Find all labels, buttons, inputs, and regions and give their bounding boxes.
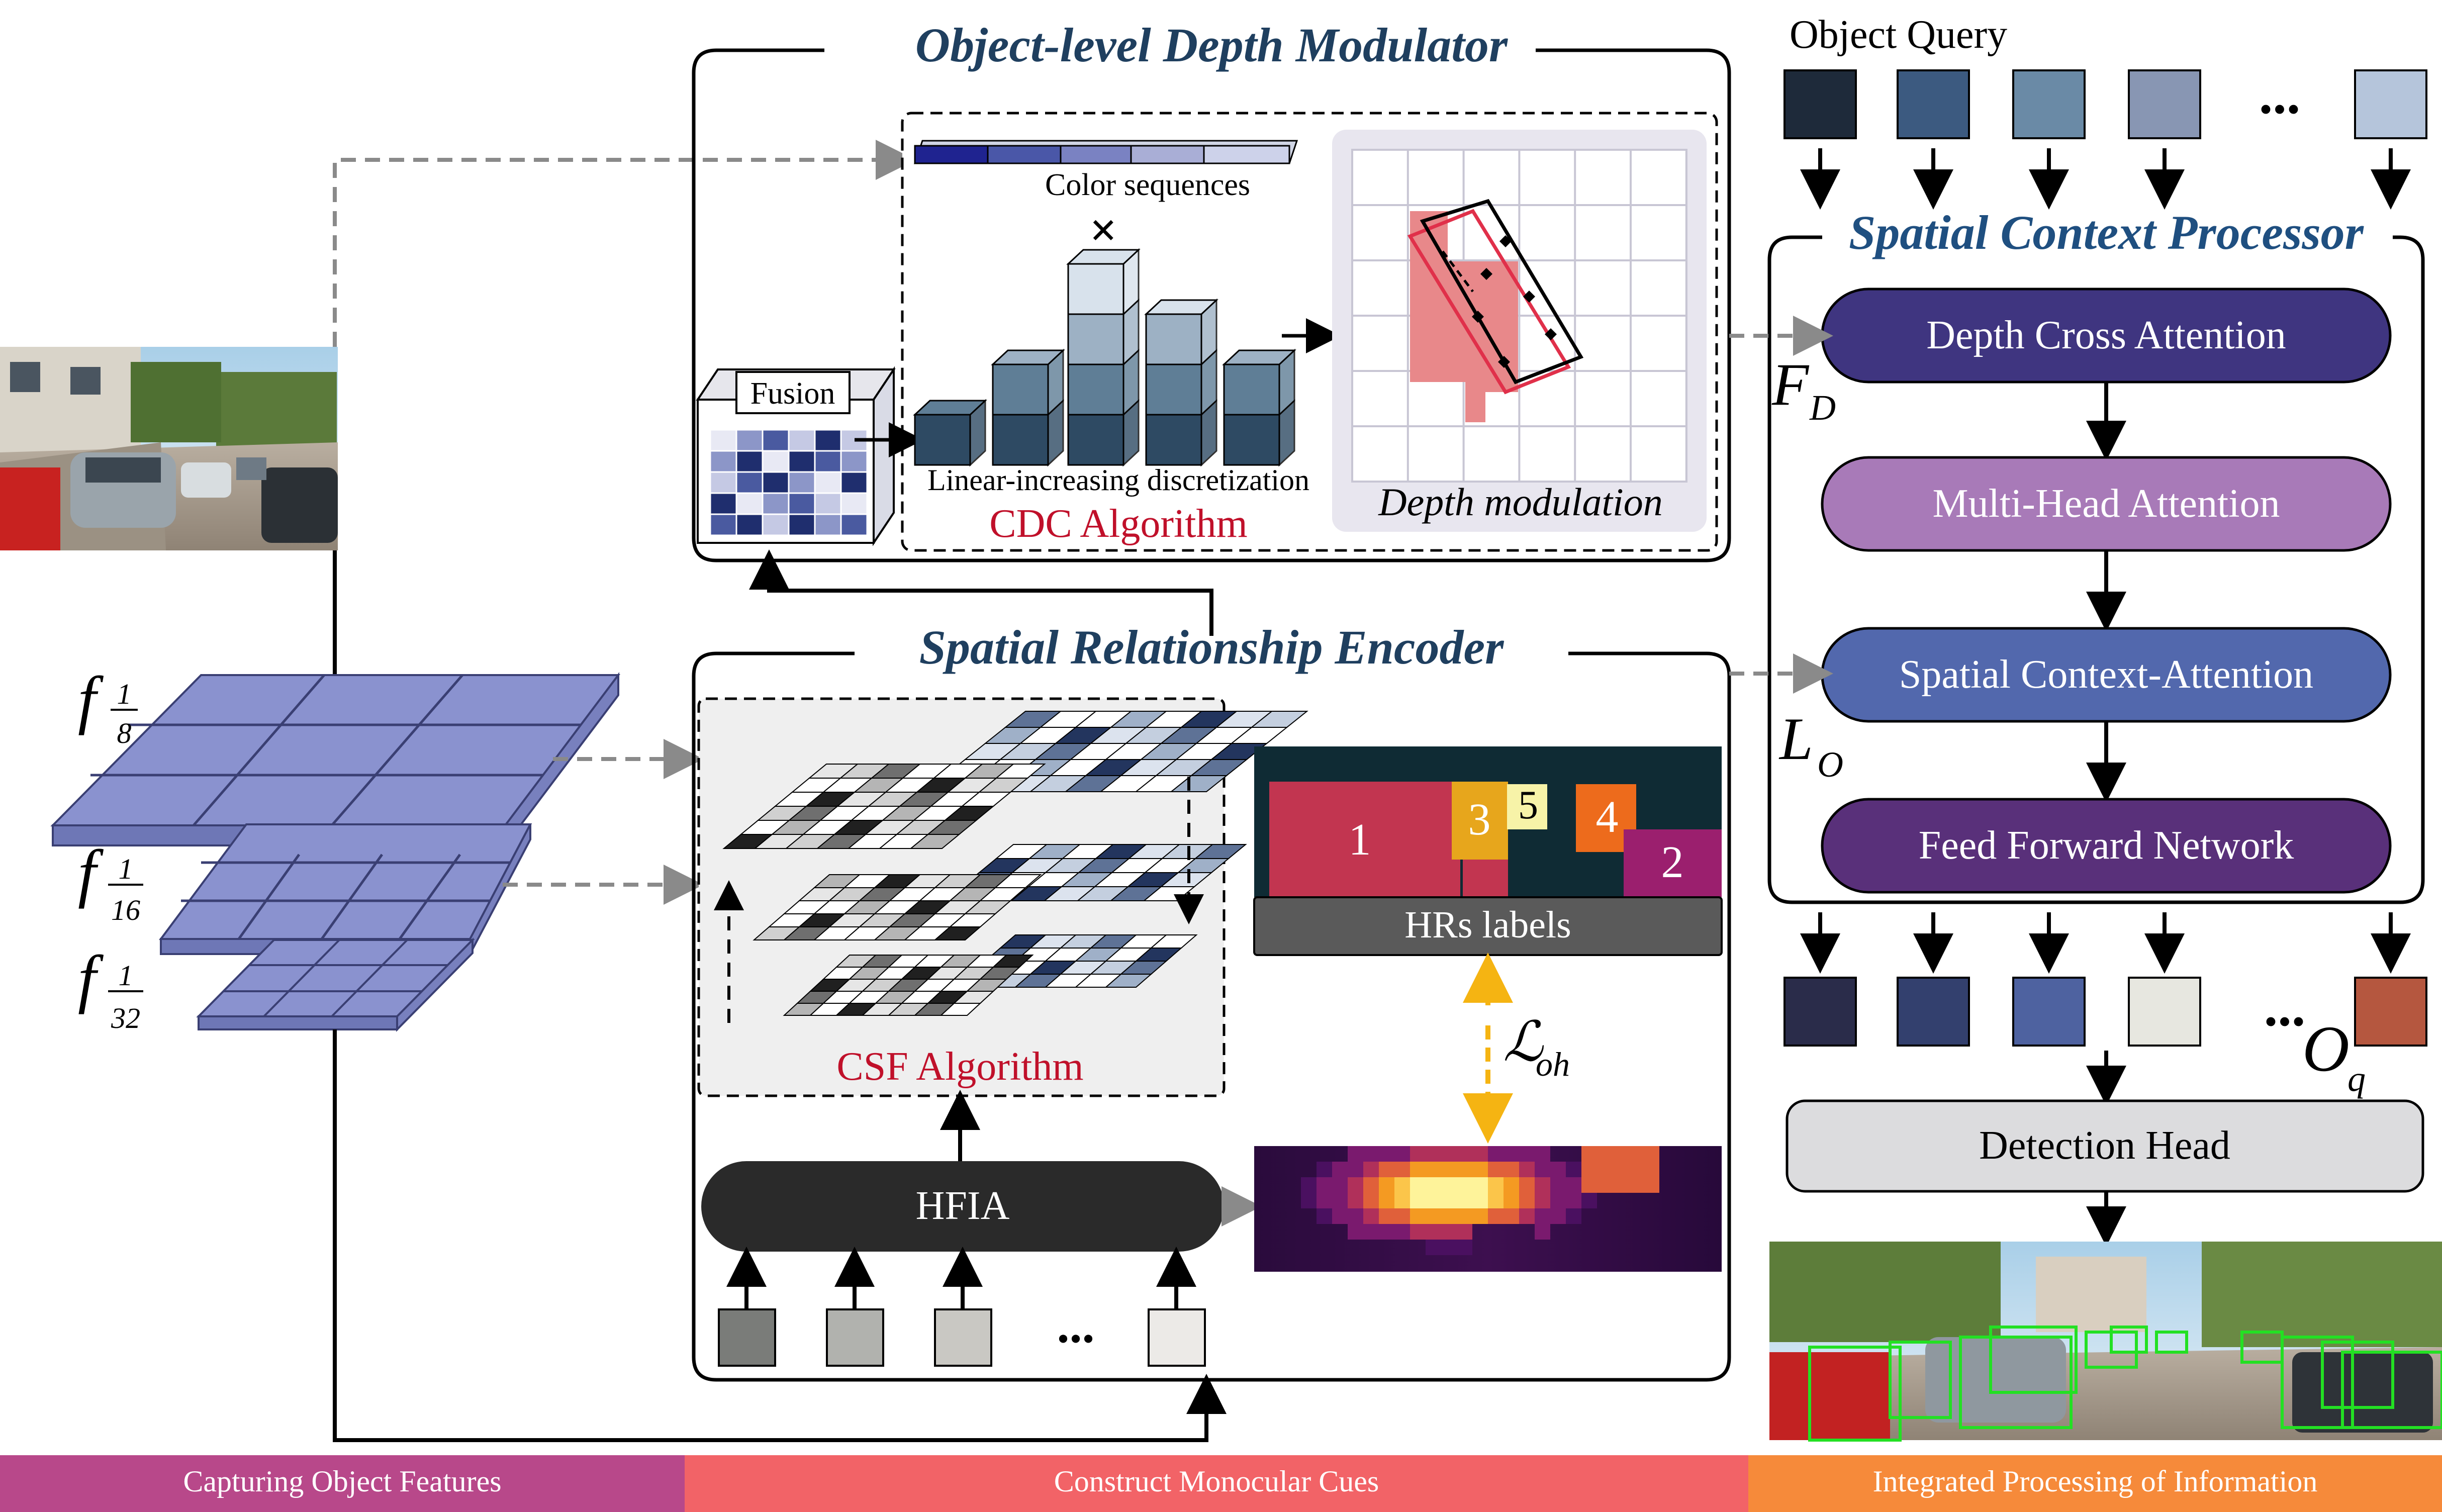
- fd-label: F D: [1771, 351, 1836, 428]
- hrs-label: HRs labels: [1404, 904, 1571, 946]
- svg-text:L: L: [1778, 705, 1813, 772]
- output-arrows: [1800, 912, 2411, 974]
- svg-text:f: f: [78, 942, 104, 1015]
- input-token: [718, 1308, 776, 1367]
- svg-text:ℒ: ℒ: [1503, 1011, 1544, 1073]
- scp-panel: [1767, 235, 2425, 904]
- svg-text:oh: oh: [1536, 1045, 1570, 1083]
- svg-text:1: 1: [119, 959, 133, 992]
- output-square: [2128, 977, 2201, 1047]
- svg-text:8: 8: [117, 717, 132, 749]
- image-to-odm-arrow: [333, 140, 916, 347]
- scp-block-label: Spatial Context-Attention: [1899, 652, 2313, 697]
- hfia-label: HFIA: [916, 1184, 1010, 1228]
- input-token: [934, 1308, 992, 1367]
- hr-number-4: 4: [1596, 792, 1619, 842]
- tokens-ellipsis: ...: [1057, 1297, 1095, 1353]
- svg-text:1: 1: [119, 853, 133, 885]
- output-square: [1897, 977, 1970, 1047]
- discretization-bars: [913, 248, 1296, 467]
- discretization-label: Linear-increasing discretization: [927, 463, 1309, 497]
- stage-segment: [685, 1455, 1748, 1512]
- feature-label-8: f 1 8: [78, 664, 138, 749]
- depth-modulation-label: Depth modulation: [1378, 480, 1662, 524]
- output-query-squares: [1783, 977, 2427, 1047]
- svg-text:O: O: [2302, 1013, 2350, 1085]
- query-square: [2354, 69, 2427, 139]
- hr-number-3: 3: [1468, 795, 1491, 844]
- scp-block-label: Feed Forward Network: [1919, 823, 2294, 868]
- stage-label: Construct Monocular Cues: [1054, 1465, 1379, 1498]
- cdc-label: CDC Algorithm: [989, 502, 1247, 546]
- svg-text:O: O: [1817, 744, 1843, 785]
- input-token: [1148, 1308, 1206, 1367]
- color-sequence-bar: [913, 140, 1298, 164]
- svg-text:32: 32: [111, 1002, 140, 1034]
- detection-result-image: [1769, 1242, 2442, 1442]
- hfia-block: [701, 1161, 1224, 1252]
- stage-label: Integrated Processing of Information: [1873, 1465, 2318, 1498]
- odm-title: Object-level Depth Modulator: [915, 18, 1509, 72]
- input-image: [0, 347, 338, 550]
- sre-panel: [692, 651, 1731, 1382]
- object-query-title: Object Query: [1790, 13, 2007, 57]
- output-square: [1783, 977, 1857, 1047]
- stage-segment: [1748, 1455, 2442, 1512]
- scp-block: [1821, 798, 2392, 894]
- query-square: [2012, 69, 2086, 139]
- color-sequences-label: Color sequences: [1045, 168, 1250, 202]
- query-ellipsis: ...: [2259, 64, 2301, 125]
- oq-label: O q: [2302, 1013, 2366, 1099]
- feature-label-32: f 1 32: [78, 942, 143, 1034]
- scp-block-label: Multi-Head Attention: [1932, 482, 2280, 526]
- svg-text:f: f: [78, 664, 104, 736]
- sre-title: Spatial Relationship Encoder: [919, 620, 1505, 674]
- stage-segment: [0, 1455, 685, 1512]
- object-query-squares: [1783, 69, 2427, 210]
- output-square: [2012, 977, 2086, 1047]
- depth-heatmap: [1254, 1146, 1722, 1272]
- svg-text:F: F: [1771, 351, 1810, 418]
- detection-head-label: Detection Head: [1979, 1123, 2230, 1168]
- feature-label-16: f 1 16: [78, 837, 143, 926]
- features-to-tokens-arrow: [333, 1029, 1227, 1442]
- svg-text:f: f: [78, 837, 104, 909]
- fusion-cube: Fusion: [696, 366, 896, 546]
- output-square: [2354, 977, 2427, 1047]
- hrs-labels-image: 1 3 5 4 2: [1254, 746, 1722, 897]
- query-square: [2128, 69, 2201, 139]
- sre-to-odm-arrow: [749, 549, 1213, 636]
- feature-pyramid: [50, 672, 621, 1032]
- input-token: [826, 1308, 884, 1367]
- svg-text:1: 1: [117, 678, 132, 710]
- input-tokens: [718, 1247, 1206, 1367]
- csf-label: CSF Algorithm: [836, 1045, 1083, 1089]
- loss-label: ℒ oh: [1503, 1011, 1570, 1083]
- query-square: [1783, 69, 1857, 139]
- lo-label: L O: [1778, 705, 1843, 785]
- csf-grids: [722, 711, 1308, 1016]
- stage-label: Capturing Object Features: [183, 1465, 501, 1498]
- scp-block-label: Depth Cross Attention: [1926, 313, 2286, 357]
- output-ellipsis: ...: [2264, 976, 2306, 1037]
- odm-panel: [692, 48, 1731, 562]
- depth-modulation-panel: [1332, 130, 1707, 532]
- hr-number-1: 1: [1349, 815, 1371, 865]
- query-square: [1897, 69, 1970, 139]
- hr-number-2: 2: [1661, 837, 1684, 887]
- svg-text:q: q: [2347, 1059, 2366, 1099]
- scp-title: Spatial Context Processor: [1849, 206, 2365, 259]
- svg-text:D: D: [1809, 388, 1836, 428]
- times-symbol: ×: [1090, 203, 1117, 257]
- hr-number-5: 5: [1518, 783, 1538, 827]
- fusion-label: Fusion: [750, 376, 835, 411]
- stage-bar: Capturing Object Features Construct Monoc…: [0, 1455, 2442, 1512]
- svg-text:16: 16: [111, 894, 140, 926]
